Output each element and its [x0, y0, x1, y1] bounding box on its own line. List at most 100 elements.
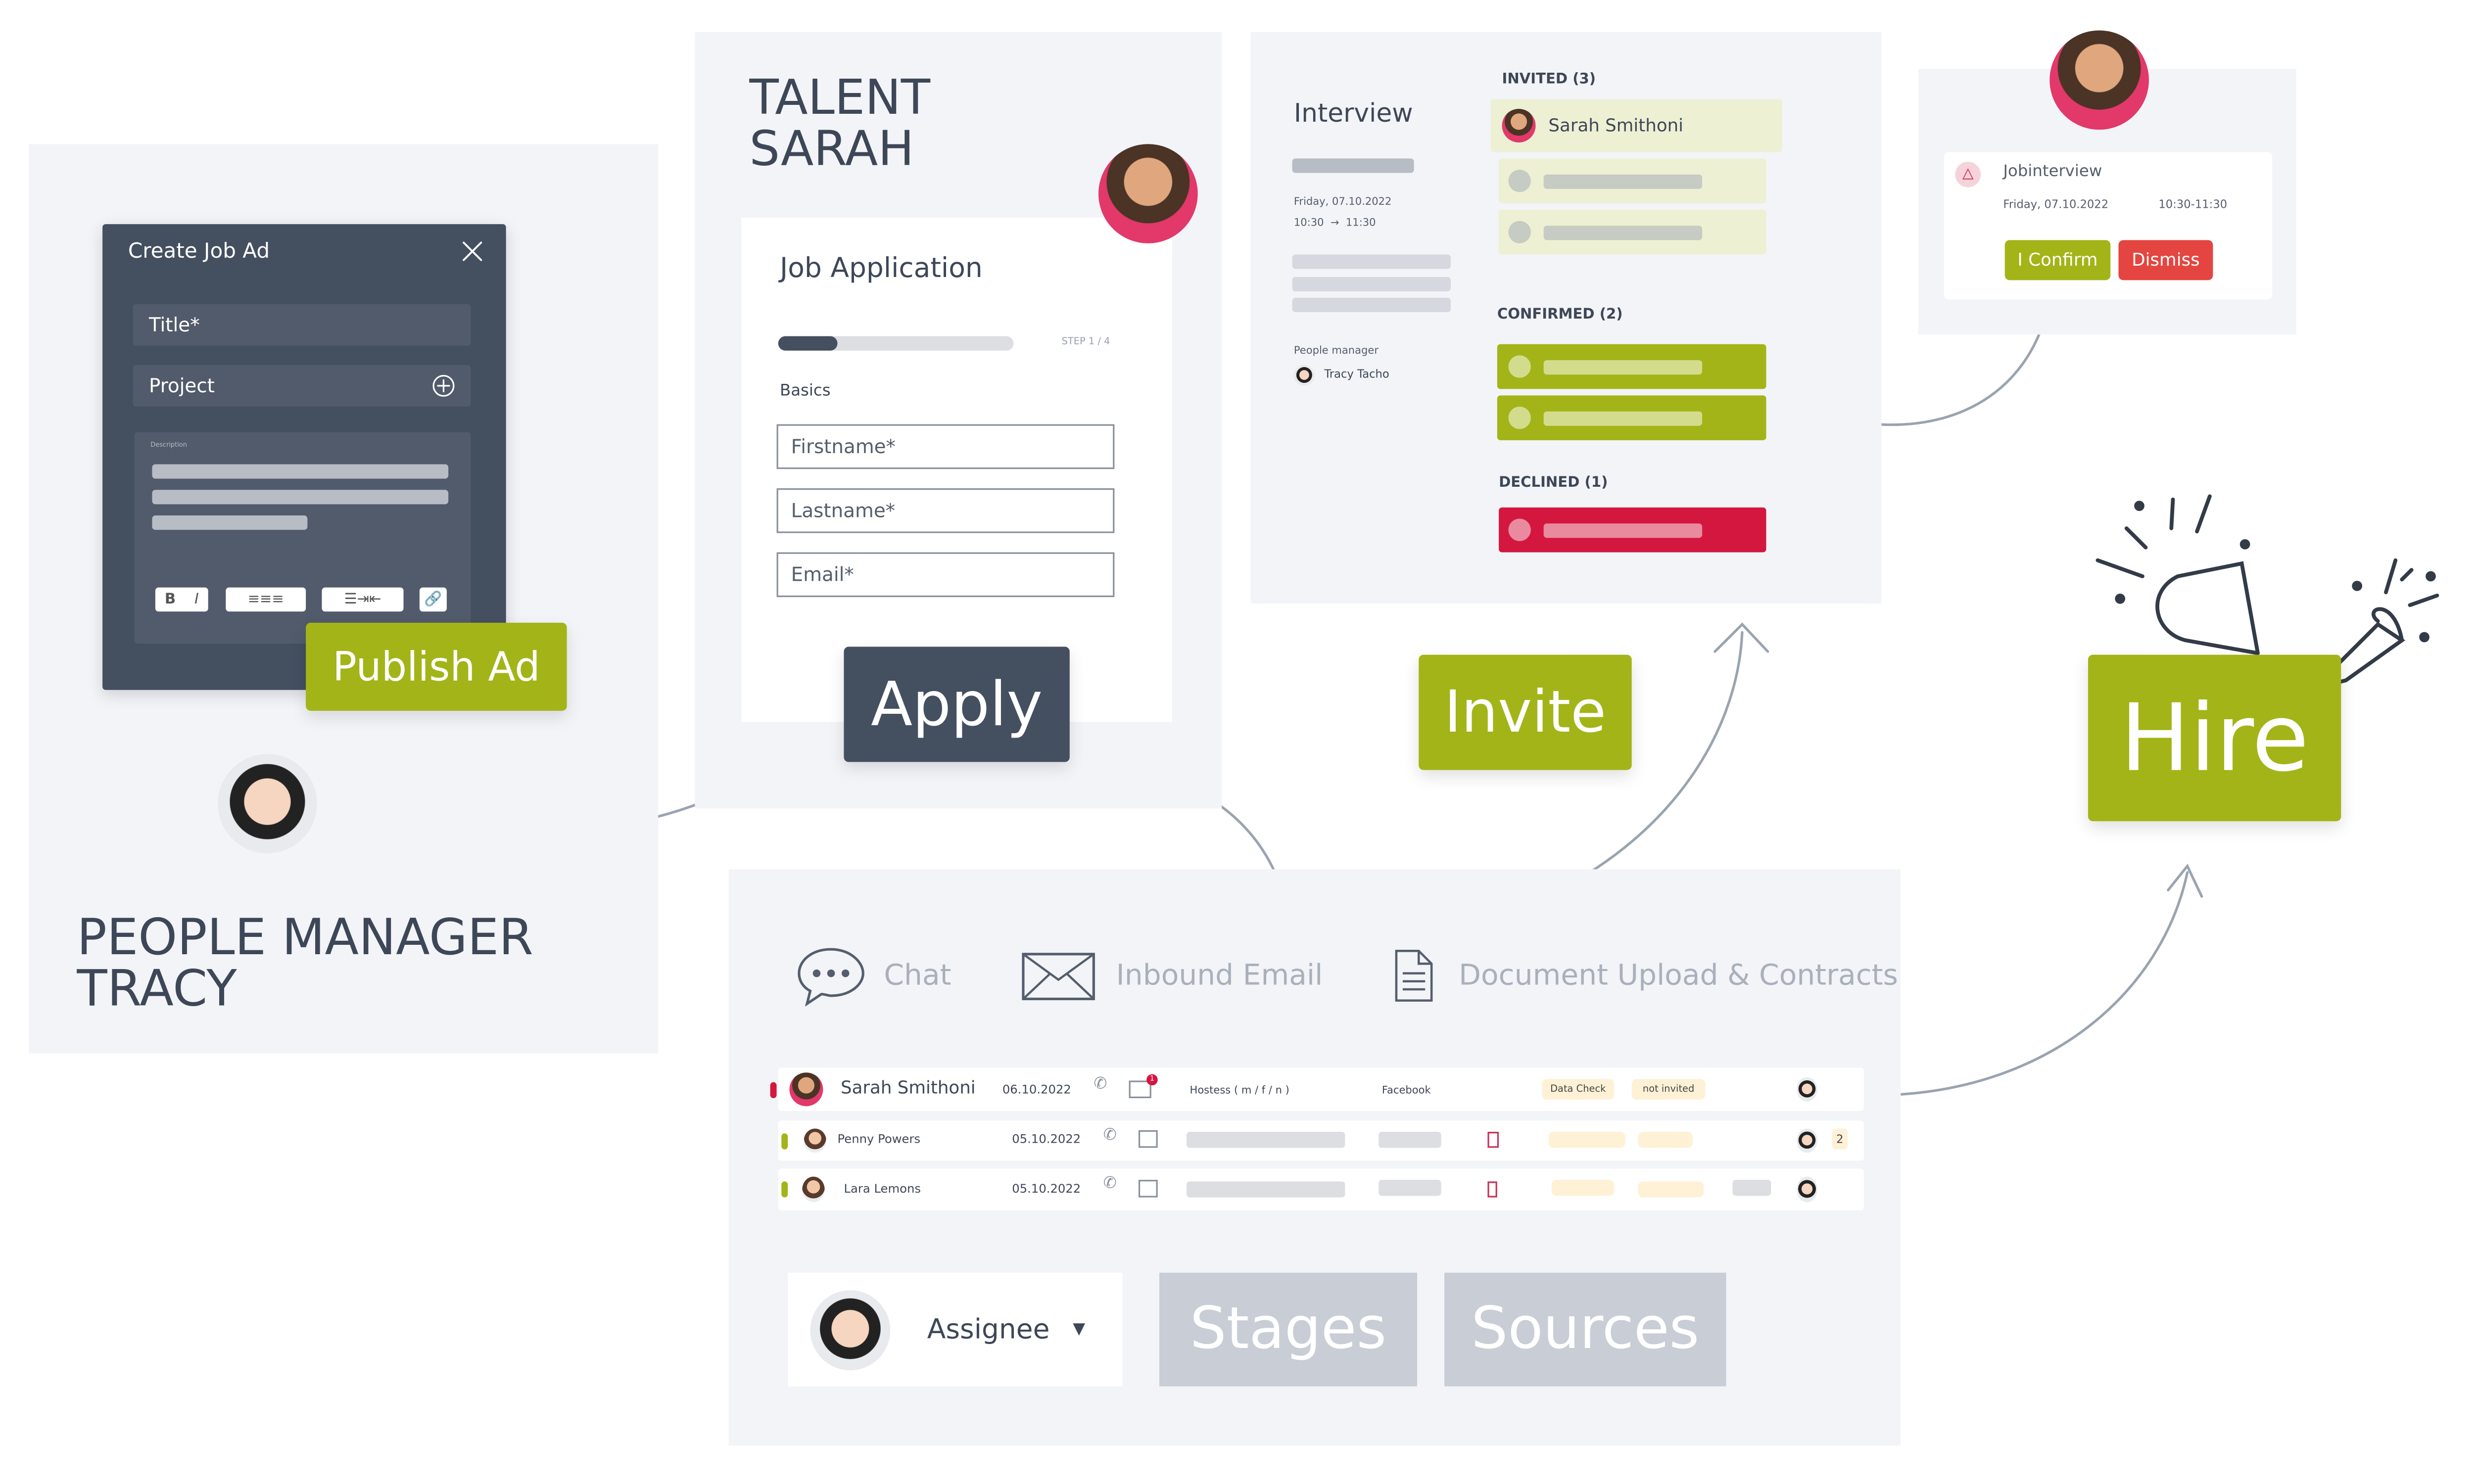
email-icon[interactable]: [1022, 953, 1095, 1001]
table-row[interactable]: Penny Powers 05.10.2022 ✆ 2: [778, 1120, 1864, 1161]
placeholder-bar: [1187, 1181, 1345, 1198]
bold-button[interactable]: B: [164, 591, 176, 608]
candidate-name: Sarah Smithoni: [1548, 115, 1684, 137]
phone-icon[interactable]: ✆: [1103, 1175, 1117, 1193]
chat-label: Chat: [884, 959, 952, 993]
section-label: Basics: [780, 382, 831, 401]
document-icon[interactable]: [1395, 949, 1433, 1002]
mail-icon[interactable]: [1129, 1080, 1151, 1099]
notification-title: Jobinterview: [2003, 163, 2102, 181]
confirmed-candidate-card[interactable]: [1497, 395, 1766, 440]
invited-heading: INVITED (3): [1502, 72, 1596, 88]
align-icons[interactable]: ≡≡≡: [226, 587, 306, 612]
declined-candidate-card[interactable]: [1499, 507, 1766, 553]
project-field[interactable]: Project: [133, 365, 471, 407]
email-input[interactable]: Email*: [776, 552, 1115, 598]
candidate-name: Penny Powers: [837, 1131, 921, 1147]
title-field[interactable]: Title*: [133, 304, 471, 346]
candidate-name: Lara Lemons: [844, 1181, 921, 1196]
stage-badge: [1548, 1131, 1625, 1148]
chevron-down-icon[interactable]: ▼: [1073, 1320, 1086, 1339]
heading-line: SARAH: [749, 121, 914, 178]
progress-fill: [778, 336, 837, 351]
invited-candidate-card[interactable]: Sarah Smithoni: [1490, 99, 1782, 152]
count-badge: 2: [1832, 1128, 1848, 1150]
status-marker: [781, 1181, 788, 1198]
applied-date: 05.10.2022: [1012, 1181, 1081, 1196]
apply-button[interactable]: Apply: [844, 647, 1070, 762]
sarah-avatar: [1098, 144, 1198, 243]
candidate-avatar: [1502, 109, 1536, 143]
stages-filter[interactable]: Stages: [1159, 1272, 1418, 1387]
italic-button[interactable]: I: [194, 591, 199, 608]
status-marker: [781, 1133, 788, 1150]
firstname-input[interactable]: Firstname*: [776, 424, 1115, 469]
form-title: Job Application: [780, 253, 983, 285]
manager-label: People manager: [1293, 344, 1379, 357]
placeholder-bar: [1379, 1180, 1441, 1196]
assignee-avatar: [1797, 1128, 1818, 1153]
hire-button[interactable]: Hire: [2088, 654, 2341, 822]
link-icon[interactable]: 🔗: [419, 587, 447, 612]
notification-time: 10:30-11:30: [2158, 198, 2228, 212]
tracy-avatar: [1293, 365, 1315, 386]
stage-badge: [1551, 1180, 1615, 1196]
invited-candidate-card[interactable]: [1499, 158, 1766, 203]
publish-ad-button[interactable]: Publish Ad: [306, 622, 567, 711]
add-project-icon[interactable]: [432, 374, 455, 397]
document-icon[interactable]: [1487, 1181, 1497, 1198]
documents-label: Document Upload & Contracts: [1459, 959, 1899, 993]
step-indicator: STEP 1 / 4: [1061, 336, 1110, 348]
mail-icon[interactable]: [1138, 1130, 1158, 1148]
description-label: Description: [150, 440, 187, 449]
table-row[interactable]: Lara Lemons 05.10.2022 ✆: [778, 1168, 1864, 1210]
confirmed-candidate-card[interactable]: [1497, 344, 1766, 389]
status-marker: [770, 1082, 777, 1099]
placeholder-bar: [1292, 158, 1414, 173]
placeholder-bar: [1187, 1131, 1345, 1148]
sources-filter[interactable]: Sources: [1444, 1272, 1726, 1387]
project-label: Project: [148, 374, 215, 397]
start-time: 10:30: [1293, 216, 1324, 229]
lastname-input[interactable]: Lastname*: [776, 488, 1115, 533]
list-indent-icons[interactable]: ☰⇥⇤: [322, 587, 404, 612]
assignee-label: Assignee: [927, 1314, 1050, 1346]
confirm-button[interactable]: I Confirm: [2004, 240, 2111, 280]
stage-badge: Data Check: [1542, 1079, 1615, 1100]
assignee-avatar: [1797, 1077, 1818, 1102]
phone-icon[interactable]: ✆: [1094, 1075, 1107, 1094]
candidate-avatar: [789, 1072, 823, 1107]
alert-triangle-icon: △: [1955, 161, 1981, 187]
applied-date: 06.10.2022: [1002, 1082, 1071, 1097]
table-row[interactable]: Sarah Smithoni 06.10.2022 ✆ 1 Hostess ( …: [770, 1067, 1864, 1111]
description-editor[interactable]: Description: [134, 432, 471, 644]
notification-date: Friday, 07.10.2022: [2003, 198, 2109, 212]
assignee-filter[interactable]: Assignee ▼: [788, 1272, 1123, 1387]
heading-line: TRACY: [77, 960, 237, 1019]
document-icon[interactable]: [1487, 1131, 1499, 1148]
dismiss-button[interactable]: Dismiss: [2118, 240, 2213, 280]
candidate-avatar: [802, 1176, 825, 1203]
job-application-form: Job Application STEP 1 / 4 Basics Firstn…: [741, 218, 1172, 722]
confirmed-heading: CONFIRMED (2): [1497, 307, 1623, 324]
invite-button[interactable]: Invite: [1419, 654, 1632, 770]
placeholder-bar: [1732, 1180, 1771, 1196]
invited-candidate-card[interactable]: [1499, 209, 1766, 255]
candidate-name: Sarah Smithoni: [841, 1077, 976, 1099]
source: Facebook: [1381, 1083, 1431, 1097]
interview-notification: △ Jobinterview Friday, 07.10.2022 10:30-…: [1944, 152, 2273, 300]
placeholder-bar: [1292, 277, 1451, 291]
placeholder-bar: [1292, 254, 1451, 269]
dialog-title: Create Job Ad: [128, 240, 270, 264]
chat-icon[interactable]: [796, 944, 868, 1008]
interview-time: 10:30 → 11:30: [1294, 216, 1376, 229]
phone-icon[interactable]: ✆: [1103, 1127, 1117, 1145]
close-icon[interactable]: [463, 241, 482, 261]
interview-title: Interview: [1293, 97, 1413, 128]
mail-icon[interactable]: [1138, 1180, 1158, 1198]
manager-name: Tracy Tacho: [1324, 368, 1389, 381]
status-badge: [1638, 1131, 1693, 1148]
